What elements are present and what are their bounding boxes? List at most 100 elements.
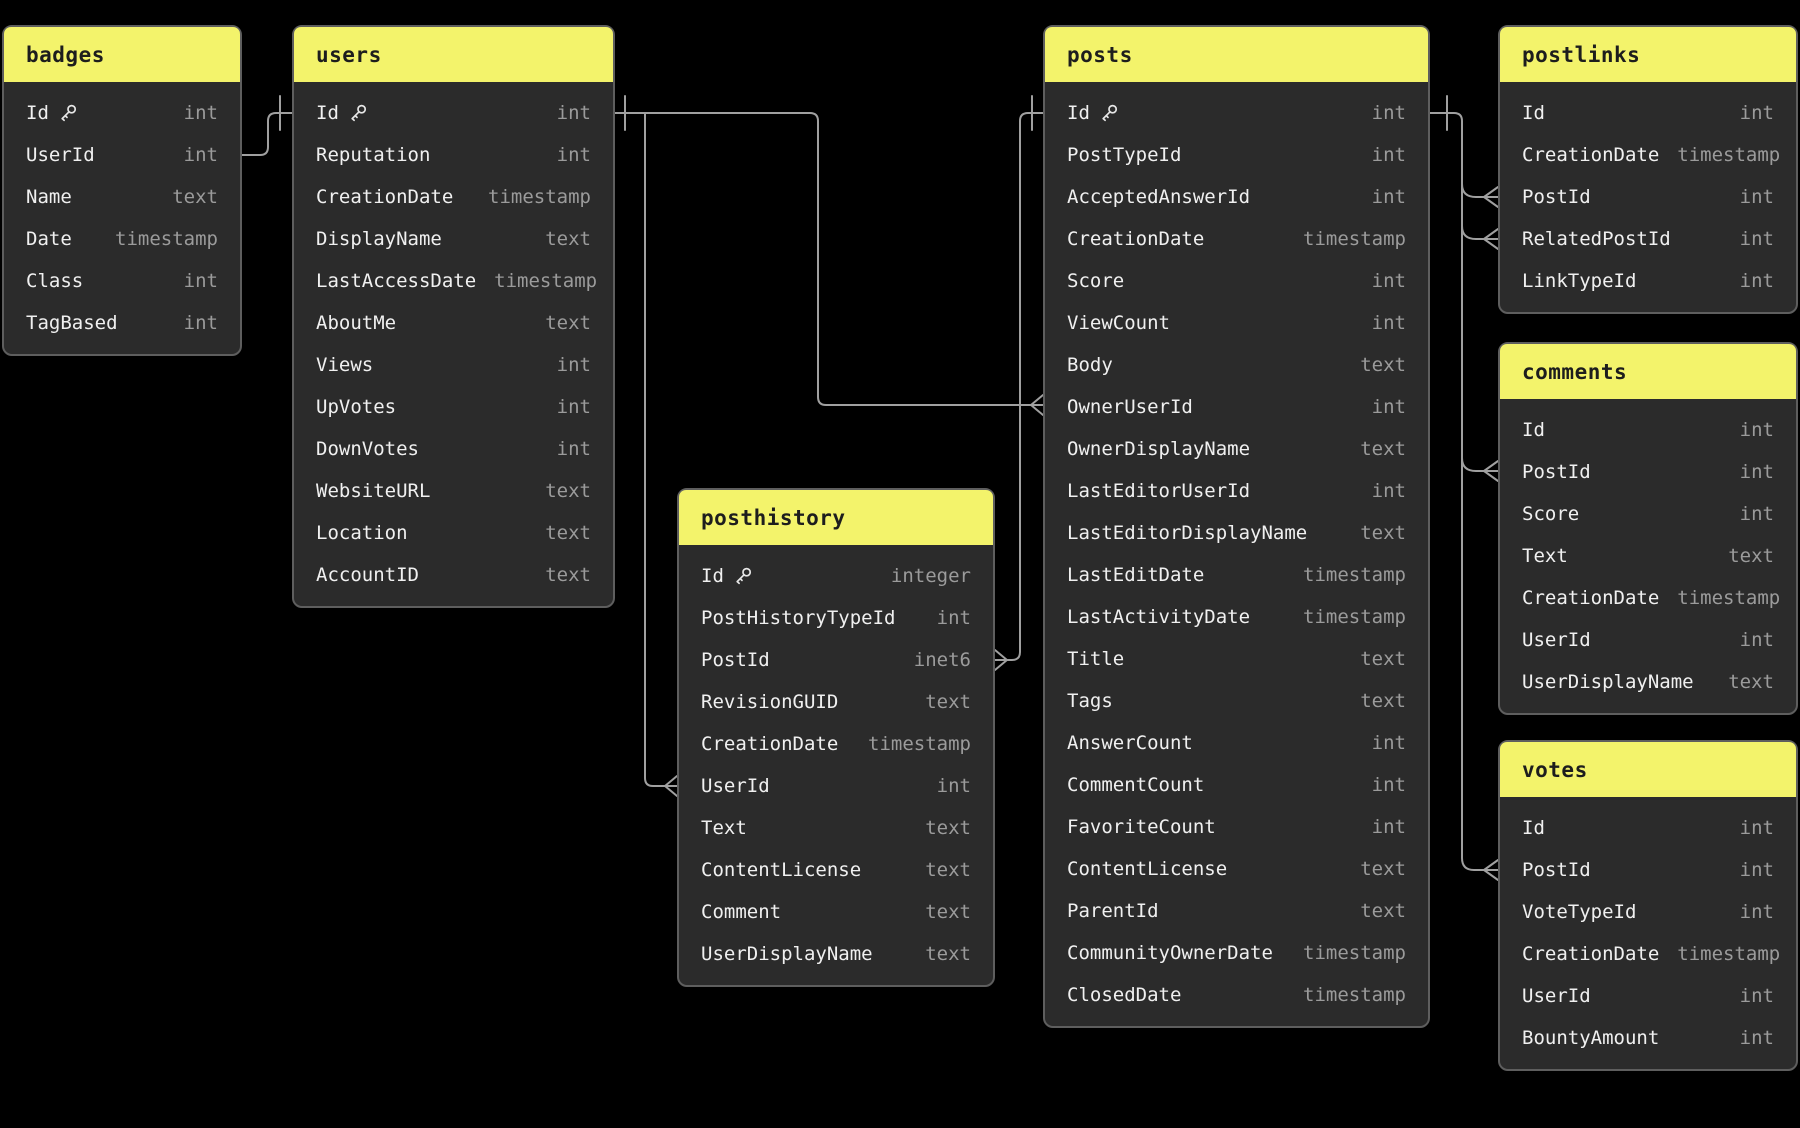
field-name: DisplayName (316, 228, 442, 250)
table-header-postlinks[interactable]: postlinks (1500, 27, 1796, 82)
field-type: int (1371, 774, 1406, 796)
field-type: int (1371, 102, 1406, 124)
table-header-comments[interactable]: comments (1500, 344, 1796, 399)
field-name: PostHistoryTypeId (701, 607, 896, 629)
field-name: LastEditorDisplayName (1067, 522, 1308, 544)
table-header-badges[interactable]: badges (4, 27, 240, 82)
field-row-posts-Id[interactable]: Id int (1045, 92, 1428, 134)
field-name: PostId (1522, 186, 1591, 208)
table-header-votes[interactable]: votes (1500, 742, 1796, 797)
field-type: int (1739, 901, 1774, 923)
field-name: AcceptedAnswerId (1067, 186, 1251, 208)
field-name-wrap: RevisionGUID (701, 691, 838, 713)
table-header-posts[interactable]: posts (1045, 27, 1428, 82)
field-name: ContentLicense (1067, 858, 1228, 880)
field-name: Title (1067, 648, 1125, 670)
field-type: text (925, 817, 971, 839)
table-header-posthistory[interactable]: posthistory (679, 490, 993, 545)
field-name: AccountID (316, 564, 419, 586)
field-name: Text (1522, 545, 1568, 567)
field-name: Class (26, 270, 84, 292)
field-name-wrap: UserId (1522, 629, 1591, 651)
field-row-users-AccountID[interactable]: AccountID text (294, 554, 613, 596)
field-type: text (545, 564, 591, 586)
field-name: Id (1067, 102, 1090, 124)
table-header-users[interactable]: users (294, 27, 613, 82)
